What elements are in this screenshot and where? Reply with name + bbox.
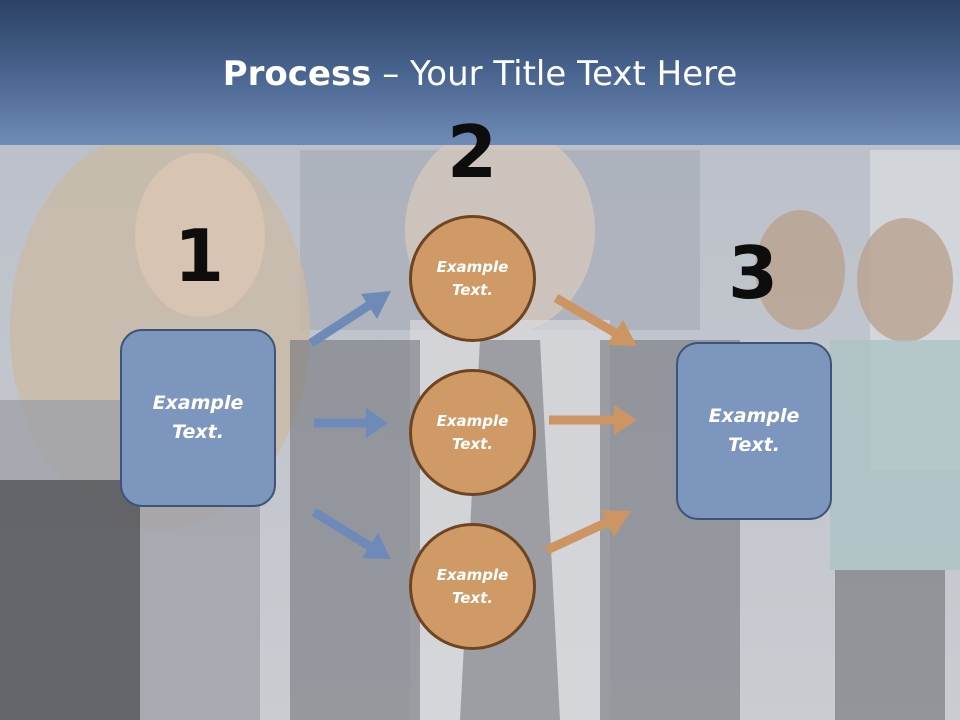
title-rest: – Your Title Text Here <box>371 54 738 94</box>
circle-bottom-text: Example Text. <box>437 564 509 610</box>
left-box-line-1: Example <box>152 392 244 414</box>
right-box-text: Example Text. <box>709 402 800 460</box>
left-box-text: Example Text. <box>153 389 244 447</box>
title-bold: Process <box>222 54 372 94</box>
title-bar <box>0 0 960 145</box>
circle-middle-text: Example Text. <box>437 410 509 456</box>
step-number-1: 1 <box>173 214 225 298</box>
circle-top-line-2: Text. <box>451 280 493 299</box>
right-box-line-1: Example <box>708 405 800 427</box>
step-number-2: 2 <box>446 110 498 194</box>
circle-top: Example Text. <box>409 215 536 342</box>
circle-top-text: Example Text. <box>437 256 509 302</box>
circle-middle-line-2: Text. <box>451 434 493 453</box>
right-text-box: Example Text. <box>676 342 832 520</box>
circle-middle-line-1: Example <box>436 411 509 430</box>
circle-middle: Example Text. <box>409 369 536 496</box>
slide-title: Process – Your Title Text Here <box>0 52 960 96</box>
circle-bottom-line-1: Example <box>436 565 509 584</box>
left-text-box: Example Text. <box>120 329 276 507</box>
right-box-line-2: Text. <box>728 434 780 456</box>
left-box-line-2: Text. <box>172 421 224 443</box>
circle-bottom: Example Text. <box>409 523 536 650</box>
circle-bottom-line-2: Text. <box>451 588 493 607</box>
step-number-3: 3 <box>727 231 779 315</box>
circle-top-line-1: Example <box>436 257 509 276</box>
